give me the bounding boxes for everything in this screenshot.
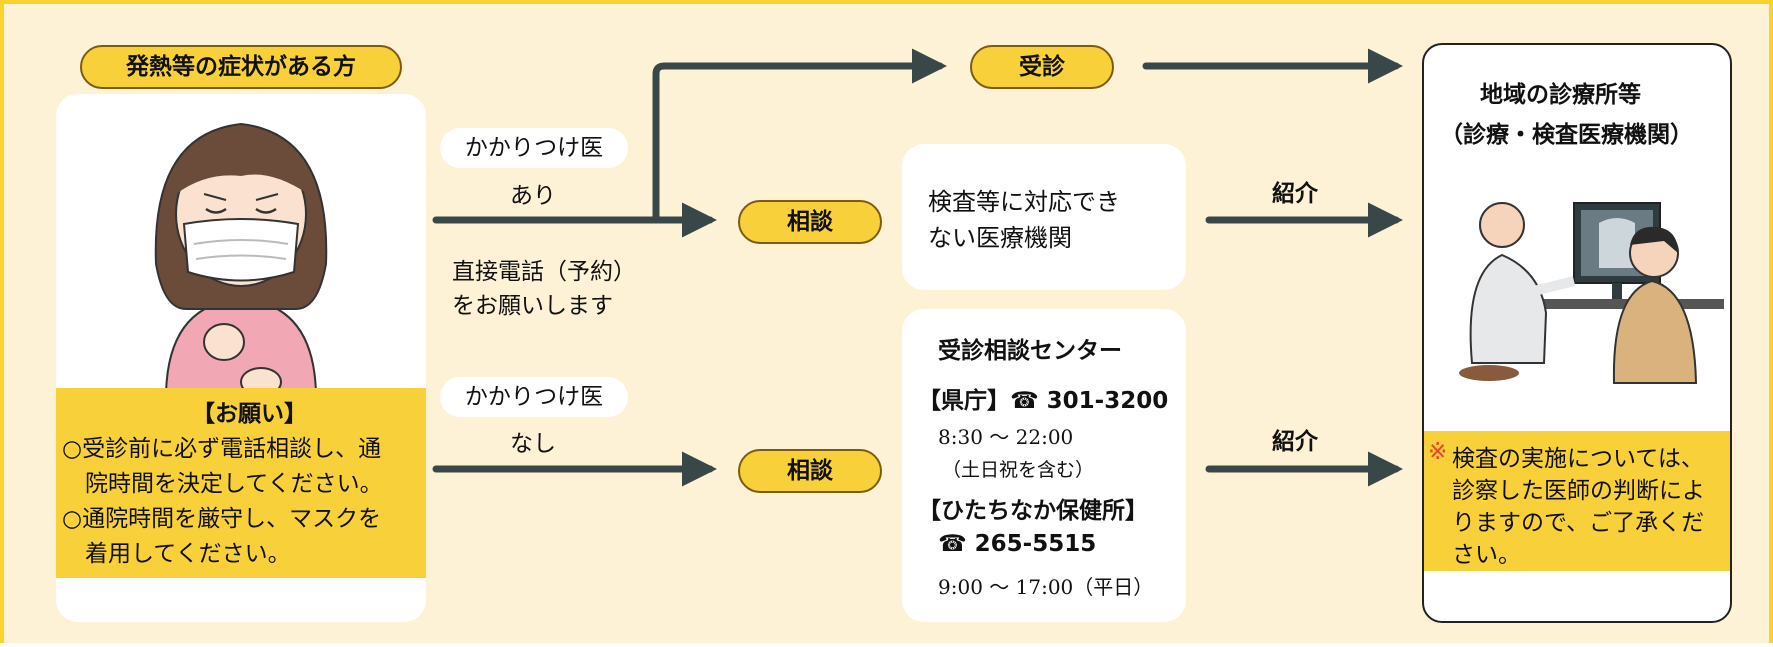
with-doctor-label: かかりつけ医 <box>440 128 628 168</box>
direct-call-line-1: 直接電話（予約） <box>452 259 636 285</box>
referral-label-upper: 紹介 <box>1272 181 1318 207</box>
clinic-card: 地域の診療所等 （診療・検査医療機関） ※ 検査の実施については、 診察した医師… <box>1422 43 1732 623</box>
direct-call-line-2: をお願いします <box>452 293 613 319</box>
clinic-note-line-1: 検査の実施については、 <box>1452 446 1704 472</box>
clinic-note-line-4: さい。 <box>1452 542 1521 568</box>
doctor-xray-icon <box>1459 202 1724 384</box>
with-doctor-status: あり <box>510 183 556 209</box>
without-doctor-status: なし <box>510 431 556 457</box>
clinic-title-line-2: （診療・検査医療機関） <box>1440 122 1693 148</box>
clinic-title-line-1: 地域の診療所等 <box>1480 82 1641 108</box>
center-pref-hours: 8:30 ～ 22:00 <box>938 425 1074 449</box>
request-line-3: ○通院時間を厳守し、マスクを <box>62 506 382 532</box>
consult-pill-lower: 相談 <box>738 449 882 493</box>
center-pref-line: 【県庁】☎ 301-3200 <box>918 388 1169 414</box>
arrow-to-visit <box>652 48 947 224</box>
request-title: 【お願い】 <box>192 401 307 427</box>
request-block <box>56 388 426 578</box>
consult-center-card: 受診相談センター 【県庁】☎ 301-3200 8:30 ～ 22:00 （土日… <box>902 309 1186 622</box>
sick-woman-icon <box>154 122 328 394</box>
center-title: 受診相談センター <box>938 338 1122 364</box>
request-line-2: 院時間を決定してください。 <box>62 471 383 497</box>
clinic-note-line-3: りますので、ご了承くだ <box>1452 510 1705 536</box>
visit-pill: 受診 <box>970 45 1114 89</box>
referral-label-lower: 紹介 <box>1272 429 1318 455</box>
clinic-note-line-2: 診察した医師の判断によ <box>1452 478 1705 504</box>
center-hc-phone: ☎ 265-5515 <box>938 531 1097 557</box>
consult-pill-upper: 相談 <box>738 200 882 244</box>
request-line-1: ○受診前に必ず電話相談し、通 <box>62 436 382 462</box>
without-doctor-label: かかりつけ医 <box>440 377 628 417</box>
clinic-note-block <box>1424 431 1730 571</box>
center-hc-title: 【ひたちなか保健所】 <box>918 498 1148 524</box>
center-pref-days: （土日祝を含む） <box>942 459 1095 481</box>
clinic-note-mark: ※ <box>1428 439 1448 465</box>
patient-title: 発熱等の症状がある方 <box>80 45 402 89</box>
center-hc-hours: 9:00 ～ 17:00（平日） <box>938 575 1154 599</box>
request-line-4: 着用してください。 <box>62 541 291 567</box>
flow-arrows <box>432 48 1403 487</box>
patient-card: 【お願い】 ○受診前に必ず電話相談し、通 院時間を決定してください。 ○通院時間… <box>56 94 426 622</box>
not-capable-card: 検査等に対応でき ない医療機関 <box>902 144 1186 290</box>
not-capable-line-2: ない医療機関 <box>928 224 1072 252</box>
not-capable-line-1: 検査等に対応でき <box>928 188 1120 216</box>
